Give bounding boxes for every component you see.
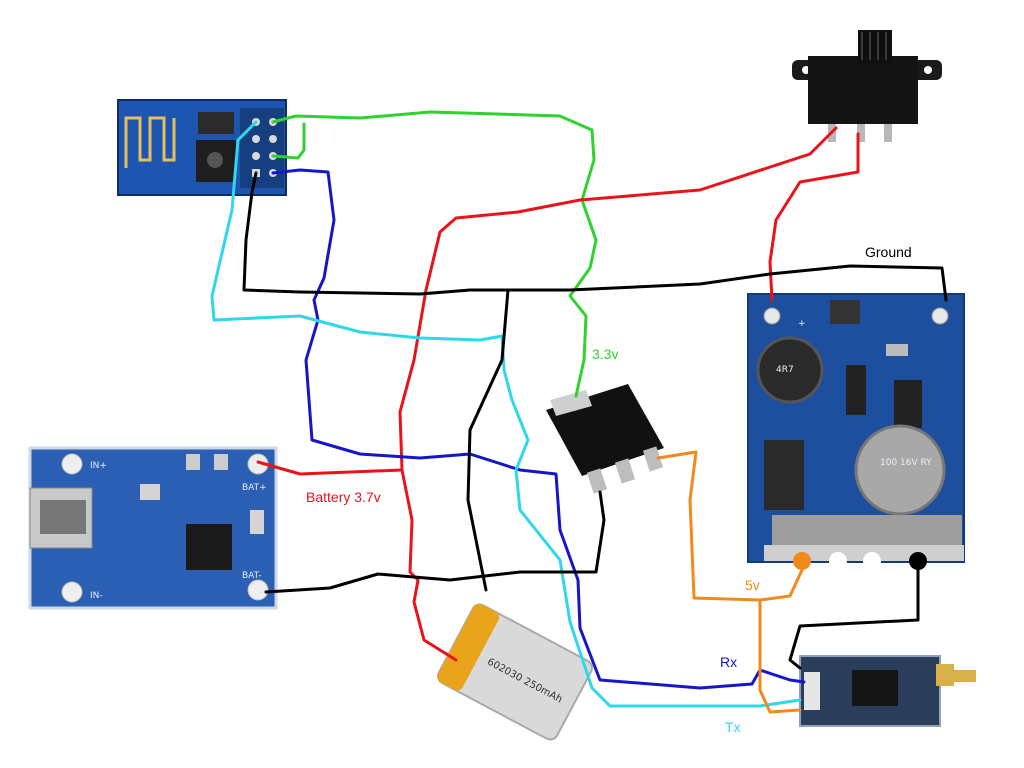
- boost-converter-module: + 4R7 100 16V RY: [747, 293, 965, 570]
- label-3v3: 3.3v: [592, 346, 618, 362]
- wire-blue-rx: [271, 168, 806, 690]
- esp01-module: [117, 99, 287, 196]
- label-tx: Tx: [725, 719, 741, 735]
- svg-text:4R7: 4R7: [776, 365, 794, 375]
- wire-black-ground: [242, 171, 948, 302]
- slide-switch: [792, 30, 942, 142]
- lipo-battery: 602030 250mAh: [437, 603, 593, 741]
- svg-text:BAT+: BAT+: [242, 483, 267, 493]
- voltage-regulator: [546, 384, 664, 494]
- label-ground: Ground: [865, 244, 912, 260]
- svg-text:+: +: [798, 319, 806, 329]
- svg-text:IN+: IN+: [90, 461, 107, 471]
- svg-text:IN-: IN-: [90, 591, 103, 601]
- tp4056-charger: IN+ IN- BAT+ BAT-: [28, 446, 278, 610]
- label-rx: Rx: [720, 654, 737, 670]
- label-battery: Battery 3.7v: [306, 489, 381, 505]
- svg-text:100 16V RY: 100 16V RY: [880, 458, 932, 468]
- label-5v: 5v: [745, 577, 760, 593]
- wire-green-3v3: [271, 110, 598, 398]
- radio-module: [799, 655, 976, 727]
- wire-cyan-tx: [210, 120, 802, 708]
- svg-text:BAT-: BAT-: [242, 571, 262, 581]
- wire-orange-5v: [656, 450, 804, 602]
